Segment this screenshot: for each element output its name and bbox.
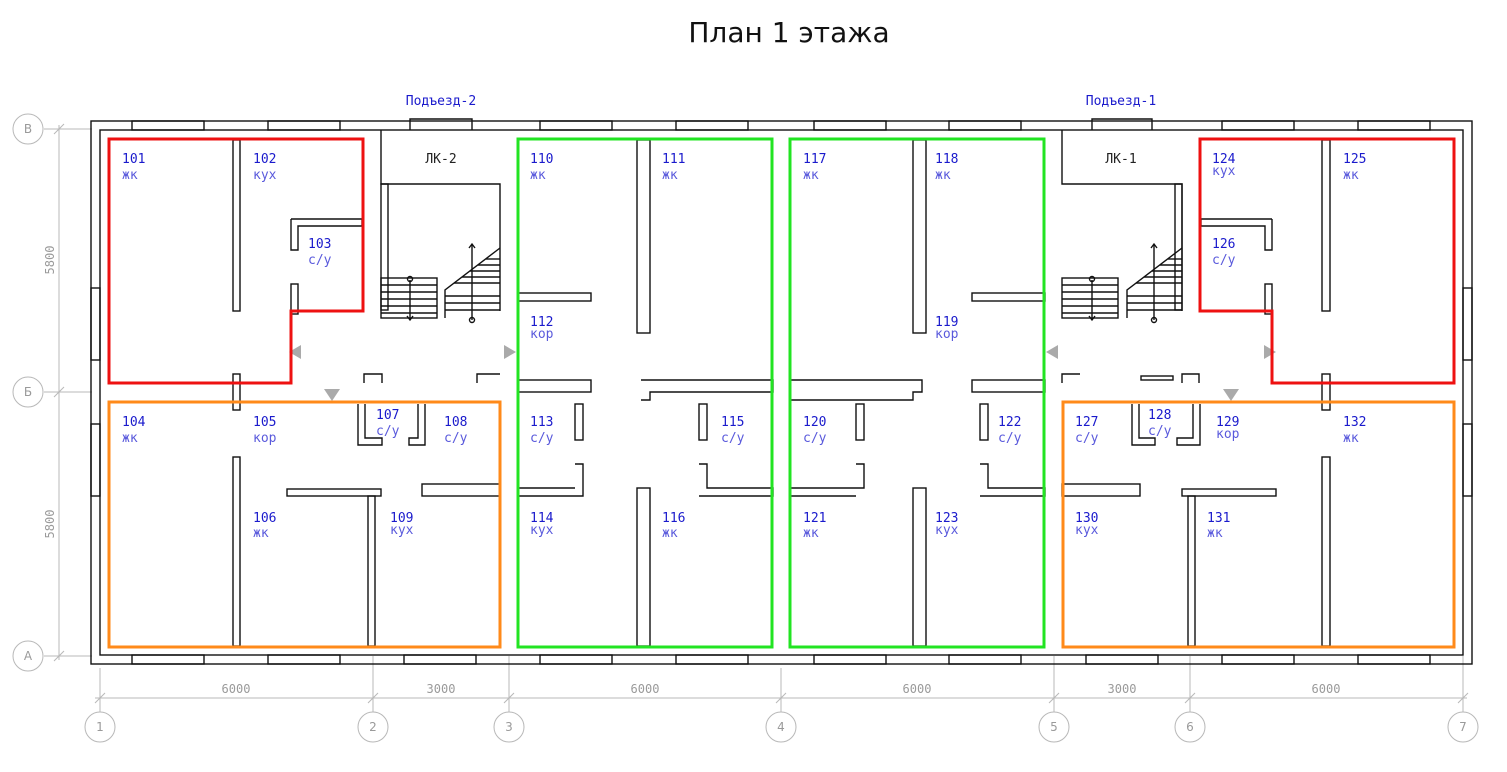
dimension-value: 3000 bbox=[1108, 682, 1137, 696]
entrance-label-2: Подъезд-2 bbox=[406, 94, 476, 109]
room-number: 124 bbox=[1212, 152, 1236, 167]
apartment-outline-green-2 bbox=[788, 137, 1046, 649]
room-type: жк bbox=[935, 168, 951, 183]
room-type: жк bbox=[530, 168, 546, 183]
room-type: кор bbox=[935, 327, 959, 342]
room-number: 127 bbox=[1075, 415, 1098, 430]
room-type: жк bbox=[1343, 168, 1359, 183]
dimension-lines bbox=[12, 113, 1479, 743]
room-number: 123 bbox=[935, 511, 958, 526]
room-type: кор bbox=[530, 327, 554, 342]
apartment-outline-orange-right bbox=[1061, 400, 1456, 649]
axis-row-label: Б bbox=[24, 385, 32, 399]
axis-row-label: А bbox=[24, 649, 33, 663]
room-number: 130 bbox=[1075, 511, 1098, 526]
room-number: 118 bbox=[935, 152, 958, 167]
room-number: 122 bbox=[998, 415, 1021, 430]
dimension-value: 6000 bbox=[903, 682, 932, 696]
room-number: 110 bbox=[530, 152, 553, 167]
room-type: жк bbox=[253, 526, 269, 541]
dimension-value: 6000 bbox=[631, 682, 660, 696]
room-type: жк bbox=[1343, 431, 1359, 446]
room-number: 132 bbox=[1343, 415, 1366, 430]
apartment-outline-red-right bbox=[1198, 137, 1456, 385]
room-type: жк bbox=[803, 168, 819, 183]
room-type: жк bbox=[803, 526, 819, 541]
room-type: кор bbox=[253, 431, 277, 446]
room-number: 125 bbox=[1343, 152, 1366, 167]
room-type: с/у bbox=[1212, 253, 1236, 268]
room-number: 129 bbox=[1216, 415, 1239, 430]
axis-column-label: 4 bbox=[777, 720, 785, 734]
room-number: 114 bbox=[530, 511, 554, 526]
dimension-value: 6000 bbox=[1312, 682, 1341, 696]
apartment-outline-orange-left bbox=[107, 400, 502, 649]
room-type: жк bbox=[122, 168, 138, 183]
room-number: 113 bbox=[530, 415, 553, 430]
axis-column-label: 6 bbox=[1186, 720, 1194, 734]
axis-column-label: 3 bbox=[505, 720, 513, 734]
stair-label-1: ЛК-1 bbox=[1105, 152, 1136, 167]
room-type: кух bbox=[1075, 523, 1099, 538]
room-type: жк bbox=[1207, 526, 1223, 541]
room-type: кух bbox=[390, 523, 414, 538]
apartment-outlines bbox=[107, 137, 1456, 649]
room-type: жк bbox=[662, 168, 678, 183]
room-number: 112 bbox=[530, 315, 553, 330]
room-number: 115 bbox=[721, 415, 744, 430]
room-number: 107 bbox=[376, 408, 399, 423]
room-labels: 101 жк 102 кух 103 с/у 104 жк 105 кор 10… bbox=[122, 152, 1366, 541]
entrance-label-1: Подъезд-1 bbox=[1086, 94, 1156, 109]
room-type: с/у bbox=[1075, 431, 1099, 446]
room-type: с/у bbox=[444, 431, 468, 446]
room-type: с/у bbox=[721, 431, 745, 446]
room-number: 128 bbox=[1148, 408, 1171, 423]
room-type: кор bbox=[1216, 427, 1240, 442]
room-type: с/у bbox=[308, 253, 332, 268]
room-number: 121 bbox=[803, 511, 826, 526]
stair-label-2: ЛК-2 bbox=[425, 152, 456, 167]
room-number: 103 bbox=[308, 237, 331, 252]
room-type: кух bbox=[935, 523, 959, 538]
room-number: 131 bbox=[1207, 511, 1230, 526]
room-type: кух bbox=[1212, 164, 1236, 179]
room-number: 104 bbox=[122, 415, 146, 430]
room-number: 119 bbox=[935, 315, 958, 330]
apartment-outline-green-1 bbox=[516, 137, 774, 649]
axis-row-label: В bbox=[24, 122, 32, 136]
dimension-value: 5800 bbox=[43, 510, 57, 539]
room-number: 117 bbox=[803, 152, 826, 167]
room-type: кух bbox=[530, 523, 554, 538]
dimension-value: 5800 bbox=[43, 246, 57, 275]
room-number: 105 bbox=[253, 415, 276, 430]
dimension-value: 6000 bbox=[222, 682, 251, 696]
room-number: 111 bbox=[662, 152, 685, 167]
axis-column-label: 5 bbox=[1050, 720, 1058, 734]
room-type: с/у bbox=[376, 424, 400, 439]
axis-column-label: 1 bbox=[96, 720, 104, 734]
room-number: 108 bbox=[444, 415, 467, 430]
room-type: с/у bbox=[803, 431, 827, 446]
entrance-markers bbox=[289, 345, 1276, 401]
axis-column-label: 7 bbox=[1459, 720, 1467, 734]
apartment-outline-red-left bbox=[107, 137, 365, 385]
plan-title: План 1 этажа bbox=[688, 16, 889, 49]
room-number: 116 bbox=[662, 511, 685, 526]
room-type: жк bbox=[122, 431, 138, 446]
room-number: 120 bbox=[803, 415, 826, 430]
room-type: кух bbox=[253, 168, 277, 183]
room-type: с/у bbox=[1148, 424, 1172, 439]
room-number: 126 bbox=[1212, 237, 1235, 252]
dimension-value: 3000 bbox=[427, 682, 456, 696]
room-type: с/у bbox=[530, 431, 554, 446]
room-number: 109 bbox=[390, 511, 413, 526]
room-number: 106 bbox=[253, 511, 276, 526]
room-type: с/у bbox=[998, 431, 1022, 446]
axis-column-label: 2 bbox=[369, 720, 377, 734]
room-number: 102 bbox=[253, 152, 276, 167]
room-type: жк bbox=[662, 526, 678, 541]
walls bbox=[90, 118, 1473, 665]
room-number: 101 bbox=[122, 152, 145, 167]
